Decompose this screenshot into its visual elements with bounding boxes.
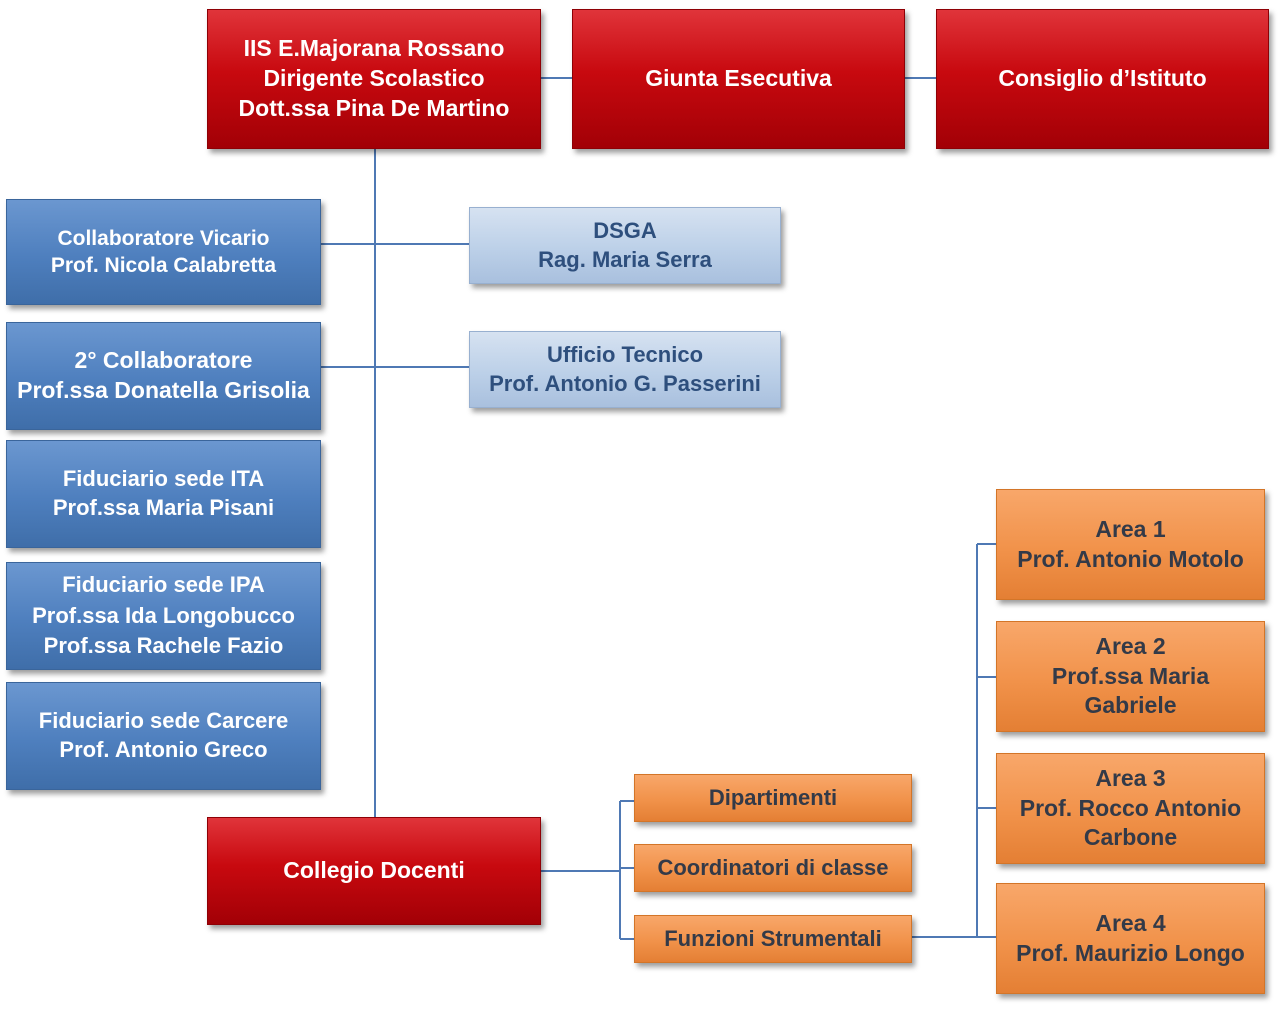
node-line: Collaboratore Vicario	[57, 226, 270, 250]
node-coordinatori-classe: Coordinatori di classe	[634, 844, 912, 892]
node-line: Prof. Nicola Calabretta	[50, 254, 277, 277]
node-line: Carbone	[1083, 824, 1178, 851]
node-line: Prof. Rocco Antonio	[1019, 794, 1242, 821]
node-line: Consiglio d’Istituto	[998, 65, 1207, 92]
node-collegio-docenti: Collegio Docenti	[207, 817, 541, 925]
node-line: Ufficio Tecnico	[546, 341, 704, 367]
node-line: Dirigente Scolastico	[263, 65, 485, 92]
node-line: Prof.ssa Donatella Grisolia	[17, 377, 310, 403]
node-area-1: Area 1 Prof. Antonio Motolo	[996, 489, 1265, 600]
node-area-3: Area 3 Prof. Rocco Antonio Carbone	[996, 753, 1265, 864]
node-line: IIS E.Majorana Rossano	[243, 35, 505, 62]
node-consiglio-istituto: Consiglio d’Istituto	[936, 9, 1269, 149]
node-dsga: DSGA Rag. Maria Serra	[469, 207, 781, 284]
node-line: Prof.ssa Ida Longobucco	[32, 602, 295, 628]
node-area-4: Area 4 Prof. Maurizio Longo	[996, 883, 1265, 994]
node-line: Area 3	[1095, 764, 1166, 791]
node-fiduciario-ipa: Fiduciario sede IPA Prof.ssa Ida Longobu…	[6, 562, 321, 670]
node-line: Prof. Antonio Motolo	[1017, 545, 1244, 572]
node-line: Area 2	[1095, 632, 1166, 659]
node-line: Fiduciario sede IPA	[62, 571, 265, 597]
node-fiduciario-carcere: Fiduciario sede Carcere Prof. Antonio Gr…	[6, 682, 321, 790]
node-line: Prof. Antonio Greco	[59, 737, 268, 762]
node-line: Area 1	[1095, 515, 1166, 542]
node-line: Prof.ssa Maria Pisani	[52, 495, 275, 520]
node-line: Dott.ssa Pina De Martino	[238, 94, 510, 121]
node-line: Gabriele	[1084, 692, 1177, 719]
node-dirigente-scolastico: IIS E.Majorana Rossano Dirigente Scolast…	[207, 9, 541, 149]
node-line: Dipartimenti	[708, 784, 838, 810]
node-dipartimenti: Dipartimenti	[634, 774, 912, 822]
node-line: Rag. Maria Serra	[538, 246, 712, 272]
node-line: Coordinatori di classe	[657, 854, 889, 880]
node-line: Prof. Maurizio Longo	[1016, 939, 1245, 966]
node-ufficio-tecnico: Ufficio Tecnico Prof. Antonio G. Passeri…	[469, 331, 781, 408]
node-line: Collegio Docenti	[283, 857, 465, 884]
node-area-2: Area 2 Prof.ssa Maria Gabriele	[996, 621, 1265, 732]
node-line: Fiduciario sede Carcere	[38, 708, 289, 734]
node-line: Prof.ssa Maria	[1051, 662, 1210, 689]
node-secondo-collaboratore: 2° Collaboratore Prof.ssa Donatella Gris…	[6, 322, 321, 430]
node-fiduciario-ita: Fiduciario sede ITA Prof.ssa Maria Pisan…	[6, 440, 321, 548]
node-line: Giunta Esecutiva	[645, 65, 832, 92]
node-line: DSGA	[593, 217, 657, 243]
node-funzioni-strumentali: Funzioni Strumentali	[634, 915, 912, 963]
node-line: Prof.ssa Rachele Fazio	[43, 633, 284, 659]
node-line: Prof. Antonio G. Passerini	[489, 370, 761, 396]
node-collaboratore-vicario: Collaboratore Vicario Prof. Nicola Calab…	[6, 199, 321, 305]
node-line: Funzioni Strumentali	[664, 925, 882, 951]
node-line: 2° Collaboratore	[74, 347, 253, 374]
node-line: Fiduciario sede ITA	[62, 466, 265, 492]
node-giunta-esecutiva: Giunta Esecutiva	[572, 9, 905, 149]
node-line: Area 4	[1095, 909, 1166, 936]
